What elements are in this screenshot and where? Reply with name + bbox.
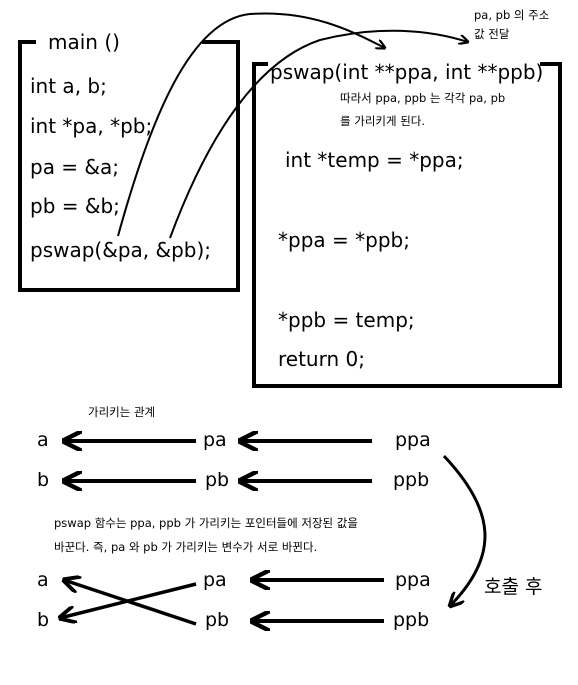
- after-node-pb: pb: [205, 609, 230, 631]
- arrow-after-pb-to-a: [64, 580, 197, 626]
- pswap-note-line-1: 따라서 ppa, ppb 는 각각 pa, pb: [340, 91, 506, 105]
- before-node-ppa: ppa: [395, 429, 431, 451]
- arrow-call-transition: [442, 454, 487, 606]
- call-after-label: 호출 후: [484, 576, 543, 598]
- before-node-b: b: [37, 469, 50, 491]
- pswap-line-2: *ppa = *ppb;: [278, 228, 410, 252]
- before-node-pa: pa: [203, 429, 227, 451]
- explain-line-2: 바꾼다. 즉, pa 와 pb 가 가리키는 변수가 서로 바뀐다.: [54, 540, 318, 554]
- address-note-line-1: pa, pb 의 주소: [474, 8, 550, 22]
- pswap-header: pswap(int **ppa, int **ppb): [270, 60, 544, 84]
- pswap-line-4: return 0;: [278, 347, 365, 371]
- before-node-ppb: ppb: [393, 469, 430, 491]
- main-line-4: pb = &b;: [30, 194, 120, 218]
- arrow-pa-to-ppa: [117, 12, 385, 237]
- after-node-ppa: ppa: [395, 569, 431, 591]
- after-node-a: a: [37, 569, 49, 591]
- main-line-5: pswap(&pa, &pb);: [30, 238, 212, 262]
- explain-line-1: pswap 함수는 ppa, ppb 가 가리키는 포인터들에 저장된 값을: [54, 516, 358, 530]
- main-line-1: int a, b;: [30, 74, 107, 98]
- main-line-2: int *pa, *pb;: [30, 114, 153, 138]
- pswap-line-1: int *temp = *ppa;: [285, 148, 464, 172]
- main-line-3: pa = &a;: [30, 155, 120, 179]
- address-note-line-2: 값 전달: [474, 27, 510, 41]
- after-node-pa: pa: [203, 569, 227, 591]
- after-node-b: b: [37, 609, 50, 631]
- pswap-box-frame: [252, 62, 562, 388]
- pswap-note-line-2: 를 가리키게 된다.: [340, 114, 426, 128]
- arrow-pb-to-ppb: [169, 29, 468, 239]
- main-box-title: main (): [48, 30, 120, 54]
- before-node-a: a: [37, 429, 49, 451]
- main-box-frame: [18, 40, 240, 292]
- before-node-pb: pb: [205, 469, 230, 491]
- pswap-line-3: *ppb = temp;: [278, 308, 415, 332]
- before-caption: 가리키는 관계: [88, 405, 156, 419]
- after-node-ppb: ppb: [393, 609, 430, 631]
